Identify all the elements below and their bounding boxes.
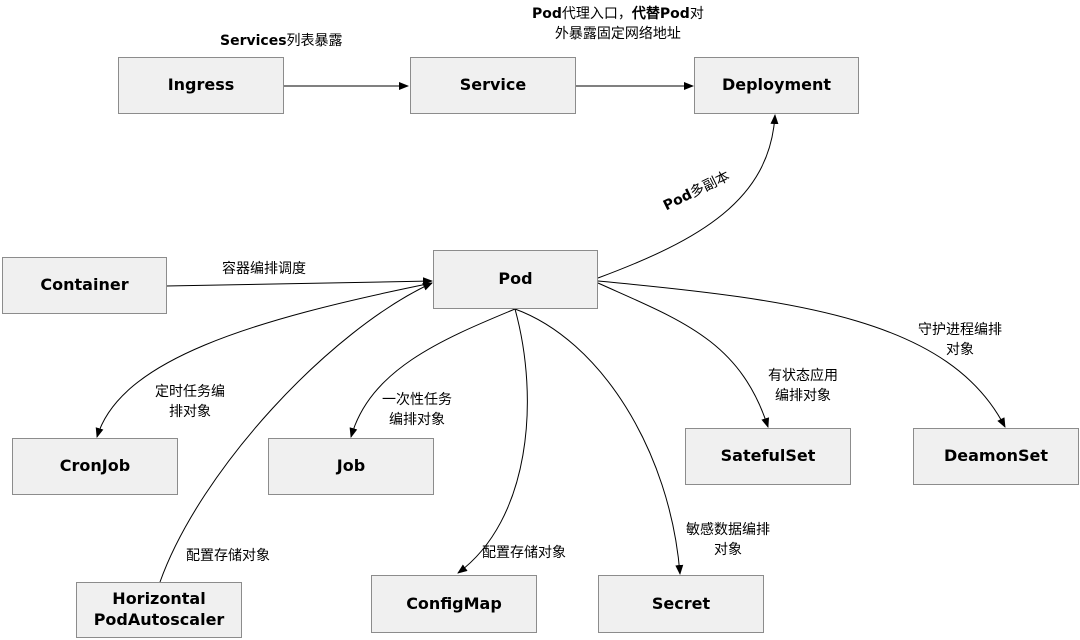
label-cronjob-line1: 定时任务编: [155, 384, 225, 400]
label-statefulset-line2: 编排对象: [775, 388, 831, 405]
node-daemonset: DeamonSet: [913, 428, 1079, 485]
node-job-label: Job: [336, 456, 366, 476]
node-hpa: Horizontal PodAutoscaler: [76, 582, 242, 638]
label-daemonset-line2: 对象: [946, 342, 974, 359]
node-job: Job: [268, 438, 434, 495]
edge-pod-statefulset: [597, 282, 770, 428]
label-service-deployment-line1: Pod代理入口，代替Pod对: [532, 4, 704, 24]
label-ingress-service-rest: 列表暴露: [286, 33, 343, 49]
label-cronjob-line2: 排对象: [169, 404, 211, 421]
edge-pod-secret: [514, 308, 684, 575]
node-cronjob-label: CronJob: [59, 456, 131, 476]
label-job-line2: 编排对象: [389, 412, 445, 429]
node-hpa-label-line1: Horizontal: [112, 589, 206, 609]
node-statefulset-label: SatefulSet: [720, 446, 816, 466]
label-secret-line1: 敏感数据编排: [686, 522, 770, 538]
node-deployment: Deployment: [694, 57, 859, 114]
label-sd-bold2: 代替Pod: [631, 6, 690, 22]
edge-pod-configmap: [457, 308, 528, 574]
node-pod-label: Pod: [498, 269, 533, 289]
node-container: Container: [2, 257, 167, 314]
label-configmap: 配置存储对象: [482, 545, 566, 561]
label-sd-mid: 代理入口，: [561, 6, 632, 22]
label-secret-line2: 对象: [714, 542, 742, 559]
node-deployment-label: Deployment: [721, 75, 832, 95]
label-service-deployment: Pod代理入口，代替Pod对 外暴露固定网络地址: [532, 4, 704, 45]
label-container-pod: 容器编排调度: [222, 261, 306, 277]
node-daemonset-label: DeamonSet: [943, 446, 1048, 466]
node-statefulset: SatefulSet: [685, 428, 851, 485]
edge-container-pod: [165, 277, 433, 287]
label-sd-bold1: Pod: [532, 6, 562, 22]
edge-pod-daemonset: [597, 280, 1006, 428]
node-ingress-label: Ingress: [167, 75, 235, 95]
label-statefulset-line1: 有状态应用: [768, 368, 838, 384]
node-service: Service: [410, 57, 576, 114]
node-container-label: Container: [40, 275, 129, 295]
edge-pod-deployment: [597, 114, 779, 279]
edge-hpa-pod: [159, 282, 433, 583]
label-ingress-service-bold: Services: [220, 33, 287, 49]
label-statefulset: 有状态应用 编排对象: [768, 366, 838, 407]
node-configmap-label: ConfigMap: [406, 593, 502, 613]
edge-pod-job: [349, 308, 516, 438]
label-hpa: 配置存储对象: [186, 548, 270, 564]
node-configmap: ConfigMap: [371, 575, 537, 633]
node-secret: Secret: [598, 575, 764, 633]
label-ingress-service: Services列表暴露: [220, 31, 343, 51]
label-sd-end: 对: [689, 6, 704, 22]
node-hpa-label-line2: PodAutoscaler: [93, 610, 225, 629]
edge-pod-cronjob: [95, 282, 433, 438]
node-pod: Pod: [433, 250, 598, 309]
label-daemonset: 守护进程编排 对象: [918, 320, 1002, 361]
label-daemonset-line1: 守护进程编排: [918, 322, 1002, 338]
node-secret-label: Secret: [651, 593, 711, 613]
node-service-label: Service: [459, 75, 527, 95]
node-ingress: Ingress: [118, 57, 284, 114]
label-service-deployment-line2: 外暴露固定网络地址: [554, 26, 681, 43]
node-cronjob: CronJob: [12, 438, 178, 495]
label-cronjob: 定时任务编 排对象: [155, 382, 225, 423]
label-job: 一次性任务 编排对象: [382, 390, 452, 431]
label-job-line1: 一次性任务: [382, 392, 452, 408]
label-secret: 敏感数据编排 对象: [686, 520, 770, 561]
